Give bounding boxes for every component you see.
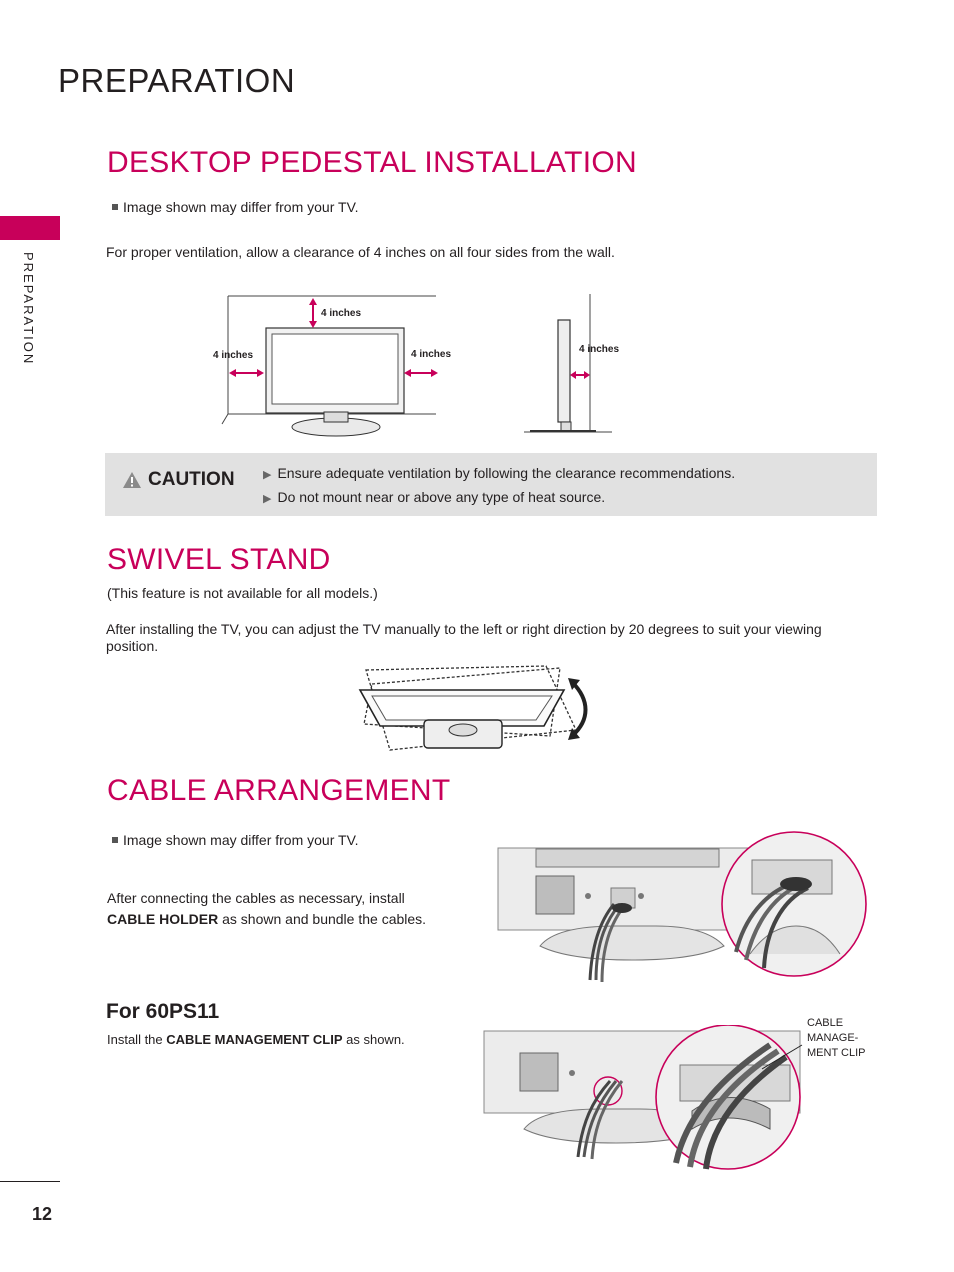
page-title: PREPARATION <box>58 62 296 99</box>
cable-note: Image shown may differ from your TV. <box>112 832 359 848</box>
swivel-note: (This feature is not available for all m… <box>107 585 378 601</box>
dim-top-label: 4 inches <box>321 308 362 319</box>
side-clearance-diagram <box>524 294 612 433</box>
model-subtitle: For 60PS11 <box>106 1000 220 1023</box>
caution-label: CAUTION <box>122 469 235 491</box>
footer-divider <box>0 1181 60 1182</box>
cable-section-title: CABLE ARRANGEMENT <box>107 774 451 807</box>
dim-right-label: 4 inches <box>411 349 452 360</box>
caution-item: ▶Ensure adequate ventilation by followin… <box>263 465 736 481</box>
dim-side-label: 4 inches <box>579 344 620 355</box>
cable-holder-diagram <box>497 831 867 983</box>
side-tab-marker <box>0 216 60 240</box>
swivel-section-title: SWIVEL STAND <box>107 543 331 576</box>
front-clearance-diagram <box>221 295 438 437</box>
swivel-diagram <box>358 665 588 751</box>
triangle-bullet-icon: ▶ <box>263 469 272 481</box>
page-number: 12 <box>32 1204 53 1224</box>
desktop-note: Image shown may differ from your TV. <box>112 199 359 215</box>
desktop-ventilation-text: For proper ventilation, allow a clearanc… <box>106 244 615 260</box>
caution-item: ▶Do not mount near or above any type of … <box>263 489 606 505</box>
cable-clip-callout: CABLE MANAGE- MENT CLIP <box>807 1017 866 1059</box>
triangle-bullet-icon: ▶ <box>263 493 272 505</box>
desktop-section-title: DESKTOP PEDESTAL INSTALLATION <box>107 146 637 179</box>
caution-box <box>105 453 877 516</box>
install-clip-text: Install the CABLE MANAGEMENT CLIP as sho… <box>107 1032 405 1047</box>
cable-text: After connecting the cables as necessary… <box>107 890 427 927</box>
warning-icon <box>123 472 141 488</box>
square-bullet-icon <box>112 837 118 843</box>
swivel-text: After installing the TV, you can adjust … <box>106 621 822 654</box>
cable-clip-diagram <box>483 1025 803 1170</box>
square-bullet-icon <box>112 204 118 210</box>
side-label: PREPARATION <box>21 252 36 366</box>
dim-left-label: 4 inches <box>213 350 254 361</box>
